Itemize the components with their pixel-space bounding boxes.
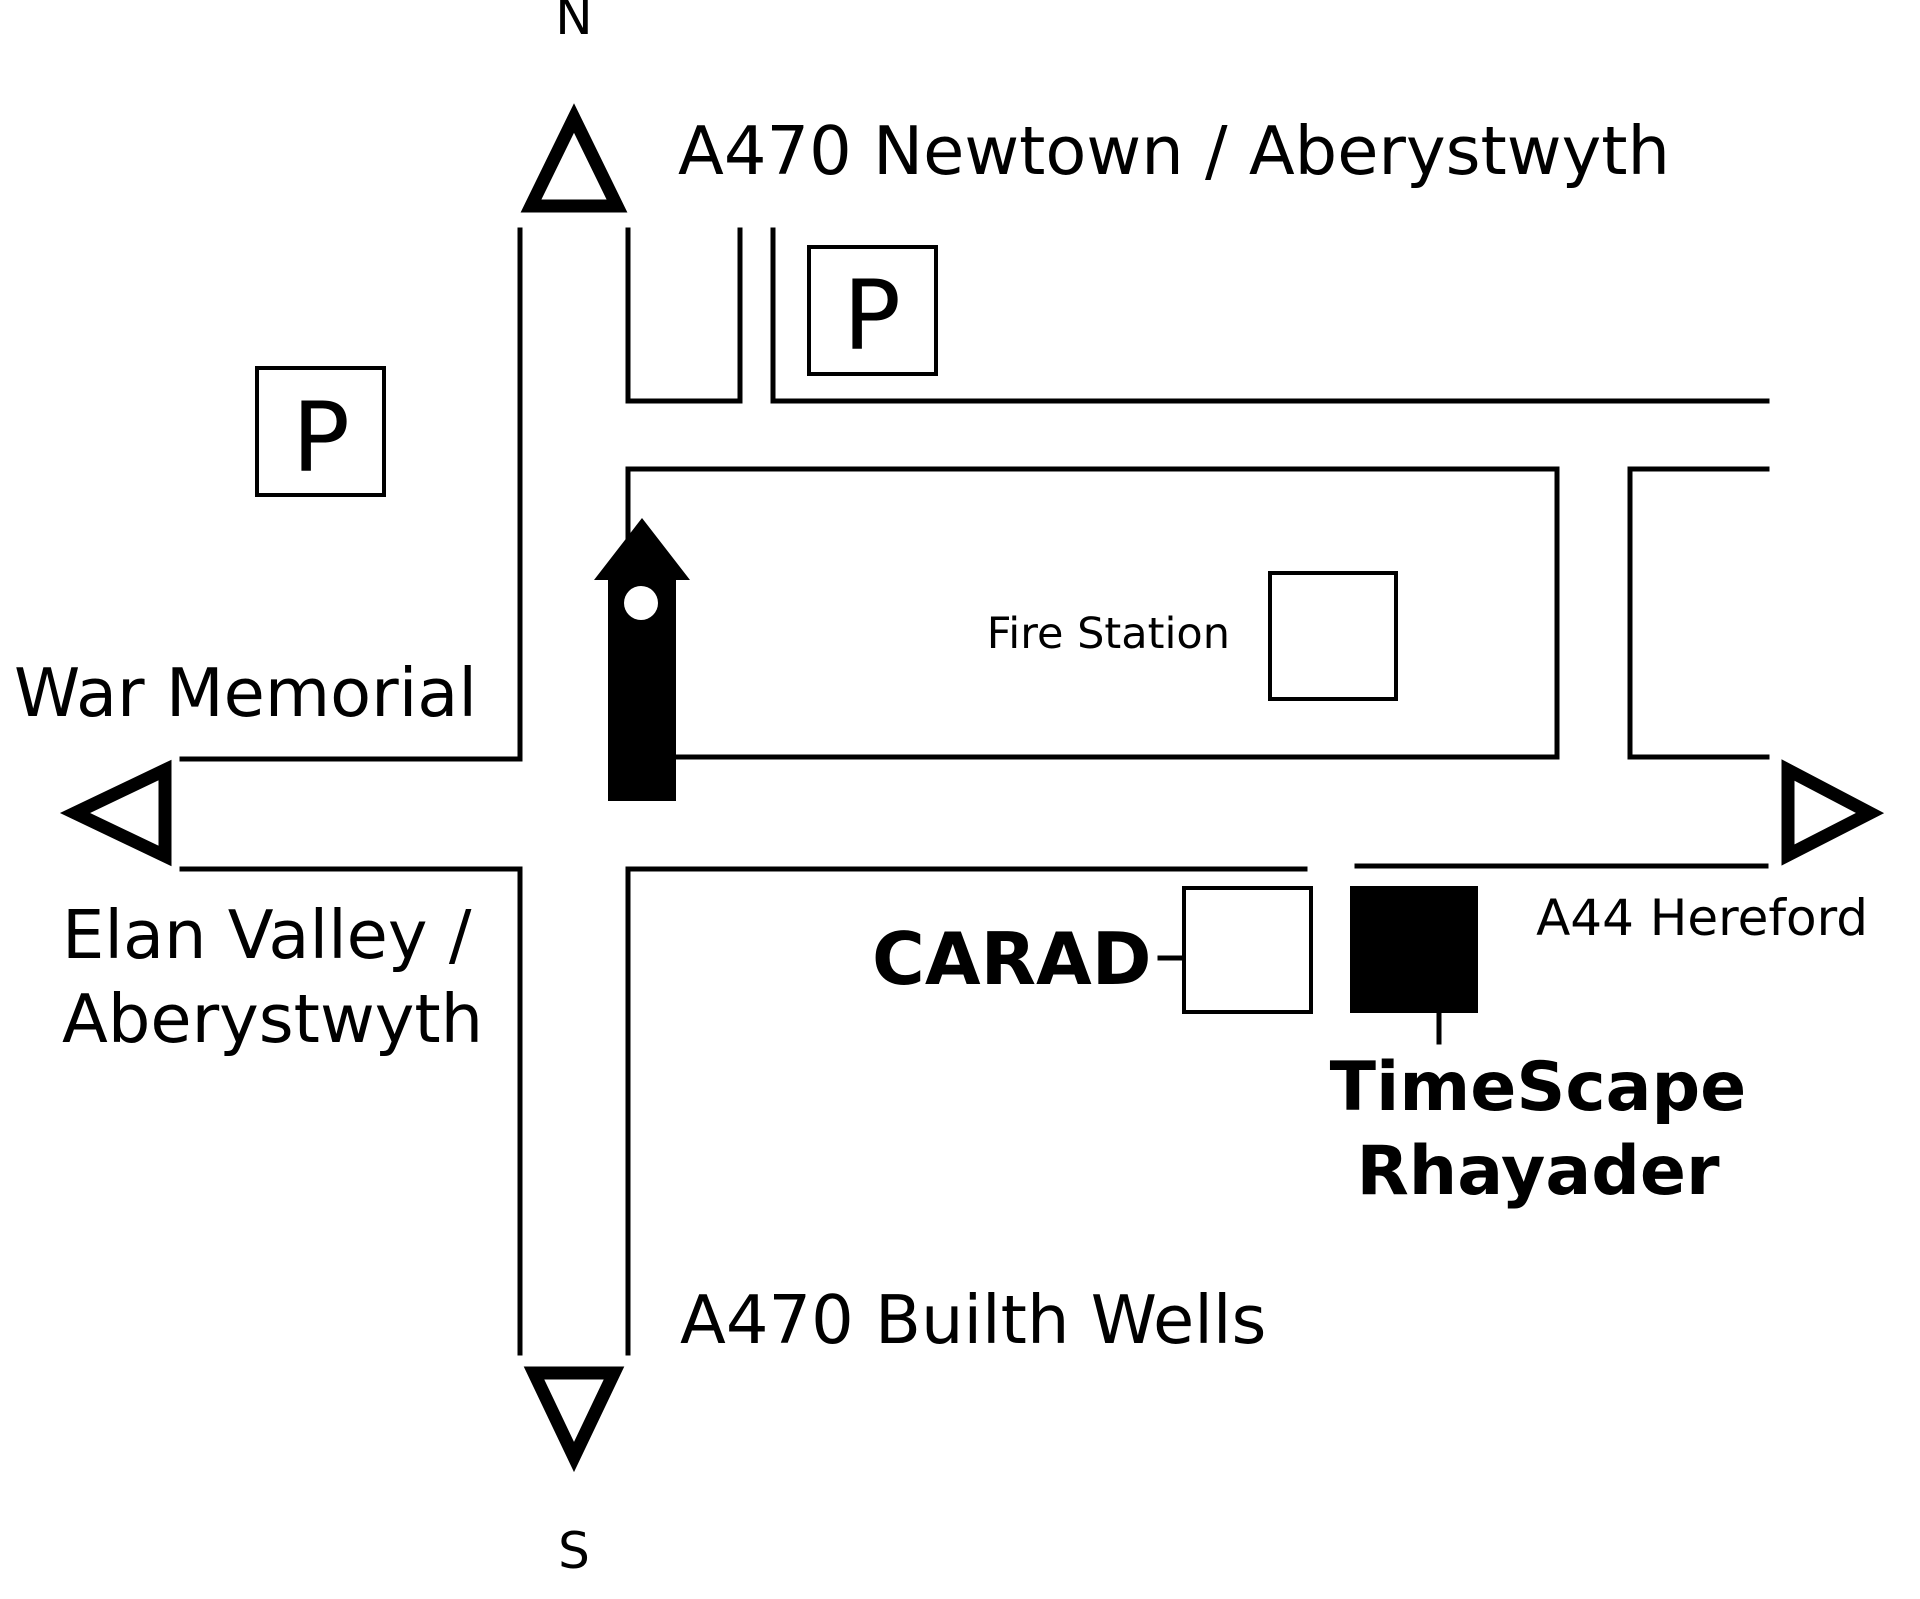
- timescape-building: [1350, 886, 1478, 1013]
- fire-station-building: [1268, 571, 1398, 701]
- road-label-north: A470 Newtown / Aberystwyth: [678, 112, 1670, 190]
- west-triangle-arrow-icon: [59, 759, 172, 867]
- east-triangle-arrow-icon: [1781, 759, 1885, 866]
- clock-tower-icon: [594, 518, 690, 801]
- war-memorial-label: War Memorial: [14, 654, 477, 732]
- compass-north-label: N: [555, 0, 592, 46]
- timescape-label-line1: TimeScape: [1330, 1048, 1747, 1127]
- south-triangle-arrow-icon: [523, 1366, 625, 1473]
- road-label-west-line2: Aberystwyth: [62, 980, 483, 1058]
- parking-sign-north: P: [807, 245, 938, 376]
- road-label-west-line1: Elan Valley /: [62, 896, 472, 974]
- parking-icon: [255, 366, 386, 497]
- road-label-east: A44 Hereford: [1536, 889, 1868, 947]
- compass-south-label: S: [558, 1522, 590, 1580]
- north-triangle-arrow-icon: [520, 103, 628, 213]
- parking-icon: [807, 245, 938, 376]
- fire-station-label: Fire Station: [987, 609, 1230, 659]
- timescape-label-line2: Rhayader: [1356, 1132, 1720, 1211]
- carad-building: [1182, 886, 1313, 1014]
- road-label-south: A470 Builth Wells: [680, 1281, 1266, 1359]
- parking-symbol: P: [292, 382, 350, 494]
- parking-sign-west: P: [255, 366, 386, 497]
- parking-symbol: P: [843, 260, 901, 372]
- carad-label: CARAD: [872, 917, 1152, 1001]
